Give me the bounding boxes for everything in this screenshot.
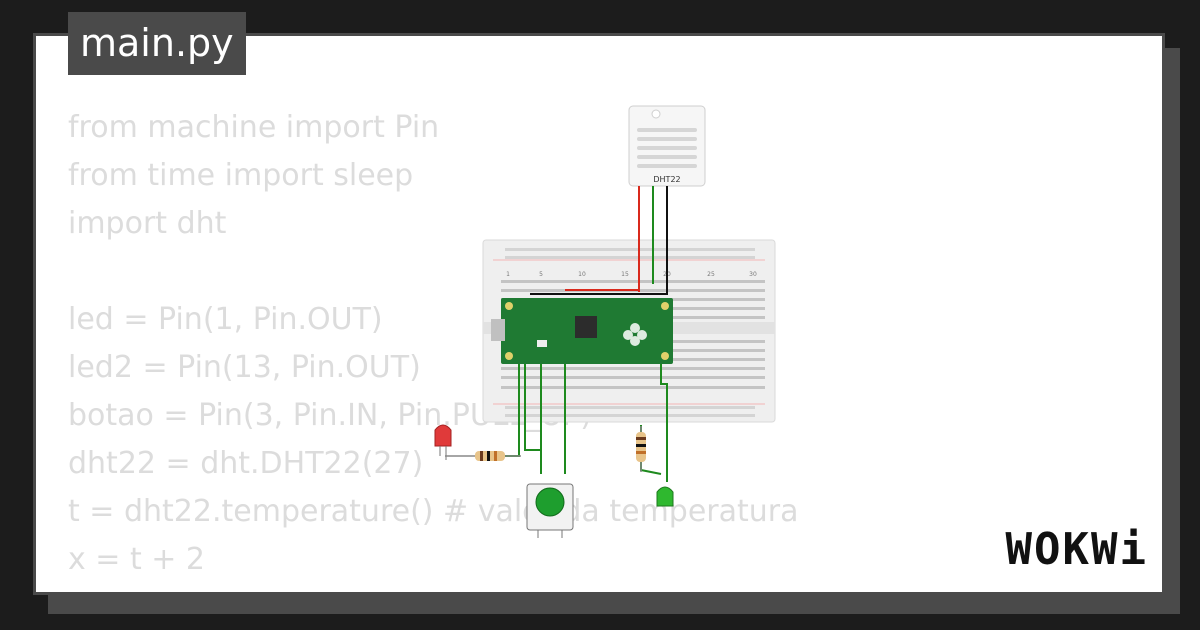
raspberry-pi-pico[interactable]: [491, 298, 673, 364]
dht22-label: DHT22: [653, 175, 680, 184]
file-title-tab[interactable]: main.py: [68, 12, 246, 75]
wire-green: [660, 364, 668, 482]
code-line: t = dht22.temperature() # valor da tempe…: [68, 494, 799, 529]
breadboard-column-number: 25: [707, 271, 715, 278]
breadboard-column-number: 15: [621, 271, 629, 278]
led-red[interactable]: [434, 424, 452, 460]
code-line: led = Pin(1, Pin.OUT): [68, 302, 383, 337]
code-line: import dht: [68, 206, 227, 241]
raspberry-logo-icon: [623, 323, 647, 346]
dht22-sensor[interactable]: DHT22: [628, 105, 706, 187]
code-line: from time import sleep: [68, 158, 414, 193]
code-line: led2 = Pin(13, Pin.OUT): [68, 350, 421, 385]
code-line: x = t + 2: [68, 542, 206, 577]
resistor-1[interactable]: [445, 451, 521, 461]
code-line: from machine import Pin: [68, 110, 440, 145]
wire-black: [530, 186, 668, 295]
breadboard-column-number: 5: [539, 271, 543, 278]
wokwi-logo: WOKWi: [1005, 524, 1148, 575]
circuit-diagram: 1 5 10 15 20 25 30 DHT22: [434, 105, 776, 538]
resistor-2[interactable]: [636, 426, 646, 472]
push-button[interactable]: [526, 483, 574, 538]
wire-green: [524, 364, 540, 451]
led-green[interactable]: [656, 486, 674, 507]
code-line: dht22 = dht.DHT22(27): [68, 446, 424, 481]
breadboard-column-number: 1: [506, 271, 510, 278]
breadboard-column-number: 10: [578, 271, 586, 278]
breadboard-column-number: 30: [749, 271, 757, 278]
